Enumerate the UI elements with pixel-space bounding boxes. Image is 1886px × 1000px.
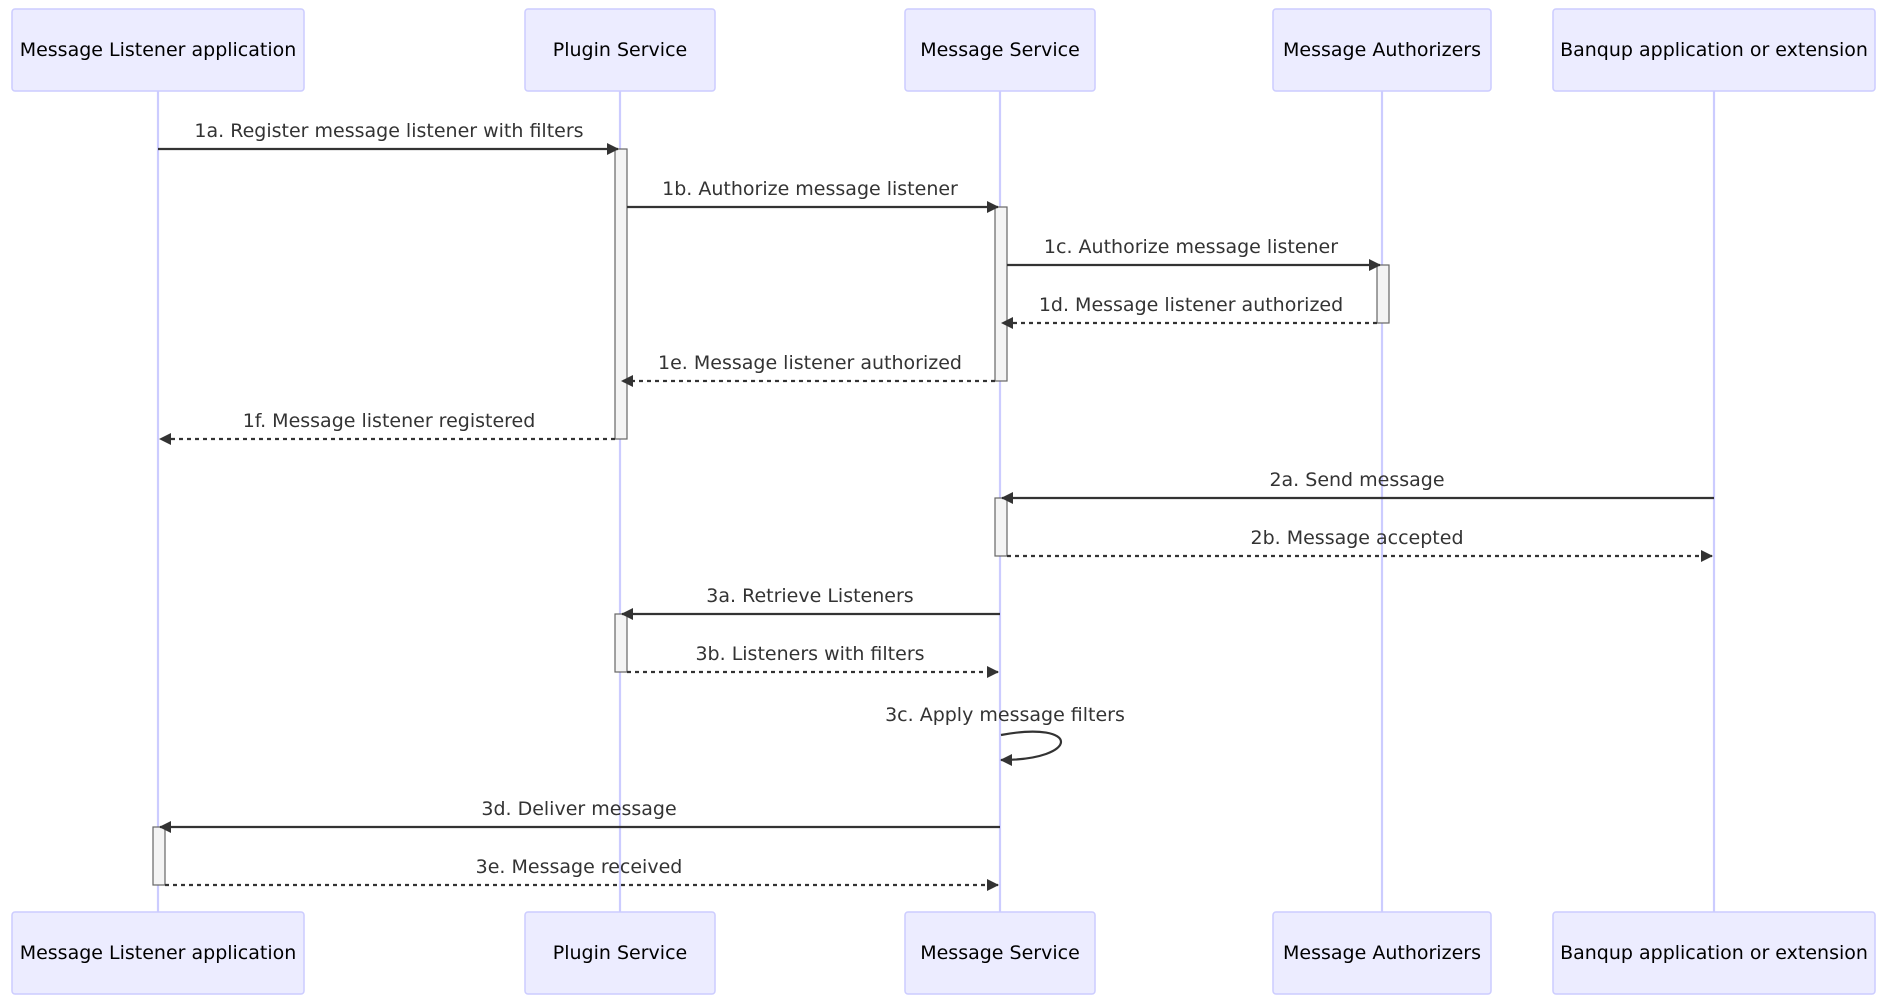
actor-listener-top: Message Listener application [11,8,305,92]
message-4: 1d. Message listener authorized [1001,294,1377,329]
actor-label: Banqup application or extension [1560,39,1868,61]
message-3: 1c. Authorize message listener [1007,236,1381,271]
actor-box [1272,8,1492,92]
message-13: 3e. Message received [165,856,999,891]
message-6: 1f. Message listener registered [159,410,615,445]
activation-bar-authorizers [1376,264,1390,324]
message-label: 1a. Register message listener with filte… [194,120,583,142]
message-label: 3d. Deliver message [481,798,676,820]
message-11: 3c. Apply message filters [885,704,1125,766]
message-label: 1b. Authorize message listener [662,178,958,200]
actor-banqup-bottom: Banqup application or extension [1552,911,1876,995]
actor-box [11,911,305,995]
actor-label: Message Listener application [20,39,297,61]
actor-authorizers-bottom: Message Authorizers [1272,911,1492,995]
actor-box [1552,8,1876,92]
actor-label: Message Authorizers [1283,39,1481,61]
activation-bar-plugin [614,613,628,673]
actor-plugin-bottom: Plugin Service [524,911,716,995]
actor-label: Message Service [920,942,1080,964]
message-label: 1f. Message listener registered [243,410,536,432]
message-label: 1e. Message listener authorized [658,352,962,374]
message-label: 3b. Listeners with filters [695,643,924,665]
actor-message-top: Message Service [904,8,1096,92]
message-9: 3a. Retrieve Listeners [621,585,1000,620]
actor-label: Banqup application or extension [1560,942,1868,964]
actor-authorizers-top: Message Authorizers [1272,8,1492,92]
activation-bar-listener [152,826,166,886]
message-label: 3a. Retrieve Listeners [706,585,913,607]
message-label: 3e. Message received [476,856,683,878]
actor-box [904,8,1096,92]
message-1: 1a. Register message listener with filte… [158,120,619,155]
actor-label: Plugin Service [553,942,687,964]
actor-box [524,911,716,995]
message-5: 1e. Message listener authorized [621,352,995,387]
actor-box [904,911,1096,995]
actor-box [524,8,716,92]
actor-plugin-top: Plugin Service [524,8,716,92]
activation-bar-plugin [614,148,628,440]
actor-box [1272,911,1492,995]
message-2: 1b. Authorize message listener [627,178,999,213]
message-label: 2a. Send message [1269,469,1444,491]
actor-listener-bottom: Message Listener application [11,911,305,995]
actor-label: Message Listener application [20,942,297,964]
actor-box [11,8,305,92]
activation-bar-message [994,497,1008,557]
message-12: 3d. Deliver message [159,798,1000,833]
actor-banqup-top: Banqup application or extension [1552,8,1876,92]
message-10: 3b. Listeners with filters [627,643,999,678]
message-label: 1c. Authorize message listener [1044,236,1338,258]
actor-label: Message Service [920,39,1080,61]
message-arrow [1000,730,1062,766]
actor-message-bottom: Message Service [904,911,1096,995]
message-label: 1d. Message listener authorized [1039,294,1343,316]
actor-label: Plugin Service [553,39,687,61]
message-label: 2b. Message accepted [1250,527,1463,549]
message-label: 3c. Apply message filters [885,704,1125,726]
message-7: 2a. Send message [1001,469,1714,504]
actor-box [1552,911,1876,995]
message-8: 2b. Message accepted [1007,527,1713,562]
activation-bar-message [994,206,1008,382]
actor-label: Message Authorizers [1283,942,1481,964]
